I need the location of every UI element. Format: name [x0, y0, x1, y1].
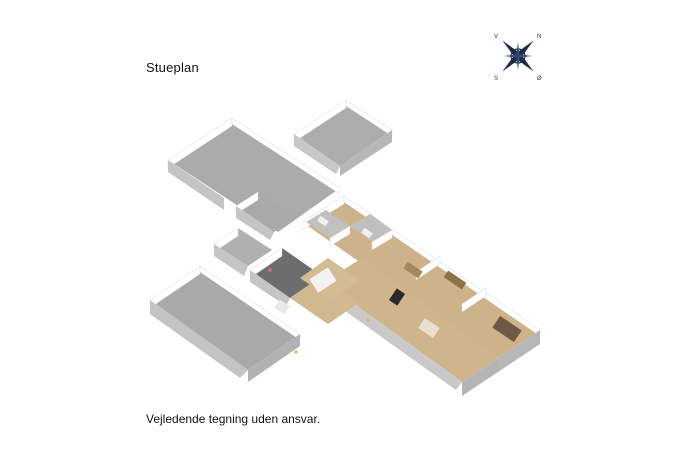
page-title: Stueplan: [146, 60, 199, 75]
room-upper-left: [167, 117, 341, 232]
room-dark-utility: [249, 247, 322, 306]
wing-lower-right: [324, 258, 498, 396]
room-lower-left: [149, 265, 301, 382]
compass-s-label: S: [494, 76, 498, 82]
compass-v-label: V: [494, 34, 498, 40]
room-left-small: [213, 227, 272, 276]
furniture: [268, 215, 522, 354]
wing-right: [301, 195, 541, 372]
room-small-middle: [235, 191, 296, 240]
compass-rose-icon: V N S Ø: [494, 34, 542, 82]
room-upper-right: [293, 99, 393, 176]
room-kitchen: [290, 258, 423, 324]
compass-e-label: Ø: [537, 76, 542, 82]
disclaimer-text: Vejledende tegning uden ansvar.: [146, 412, 321, 426]
compass-n-label: N: [537, 34, 541, 40]
